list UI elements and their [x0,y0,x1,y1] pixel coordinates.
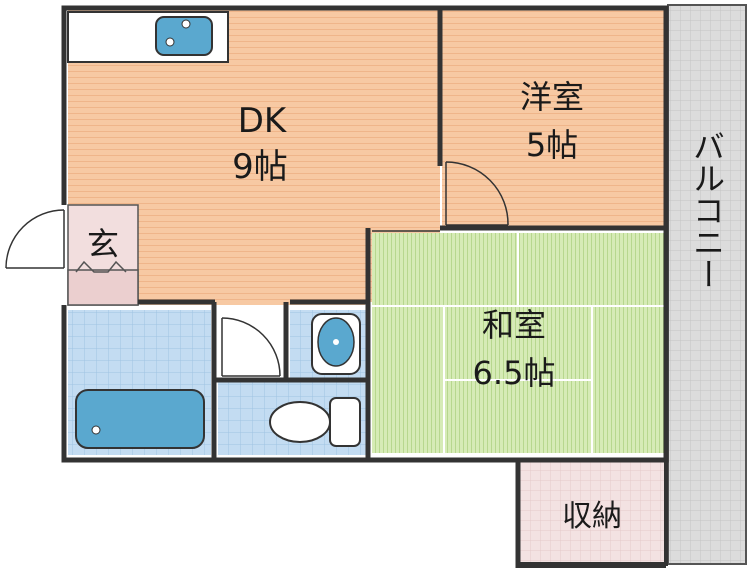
western-room-floor [442,10,664,228]
sink-faucet-icon [181,19,191,29]
dk-floor-lower [140,225,365,305]
japanese-room-size: 6.5帖 [473,354,556,392]
tatami-lines [372,233,664,453]
western-room-size: 5帖 [526,126,578,164]
shoe-rack-mark [75,260,127,273]
dk-room-size: 9帖 [232,147,288,187]
entrance-door-icon [5,209,65,269]
bathtub-drain-icon [91,425,101,435]
storage-label: 収納 [562,499,622,534]
balcony-area [667,4,747,565]
bathtub-icon [75,389,205,449]
sink-drain-icon [165,37,175,47]
western-room-name: 洋室 [520,78,584,116]
japanese-room-name: 和室 [482,306,546,344]
toilet-tank-icon [329,397,361,447]
basin-drain-icon [333,339,339,345]
dk-room-name: DK [238,101,288,141]
balcony-label: バルコニー [688,130,726,290]
walls [61,5,669,568]
western-room-door-icon [445,161,509,226]
toilet-bowl-icon [269,401,331,443]
entrance-label: 玄 [87,225,119,263]
entrance-step [67,269,139,306]
washroom-door-icon [221,317,281,377]
